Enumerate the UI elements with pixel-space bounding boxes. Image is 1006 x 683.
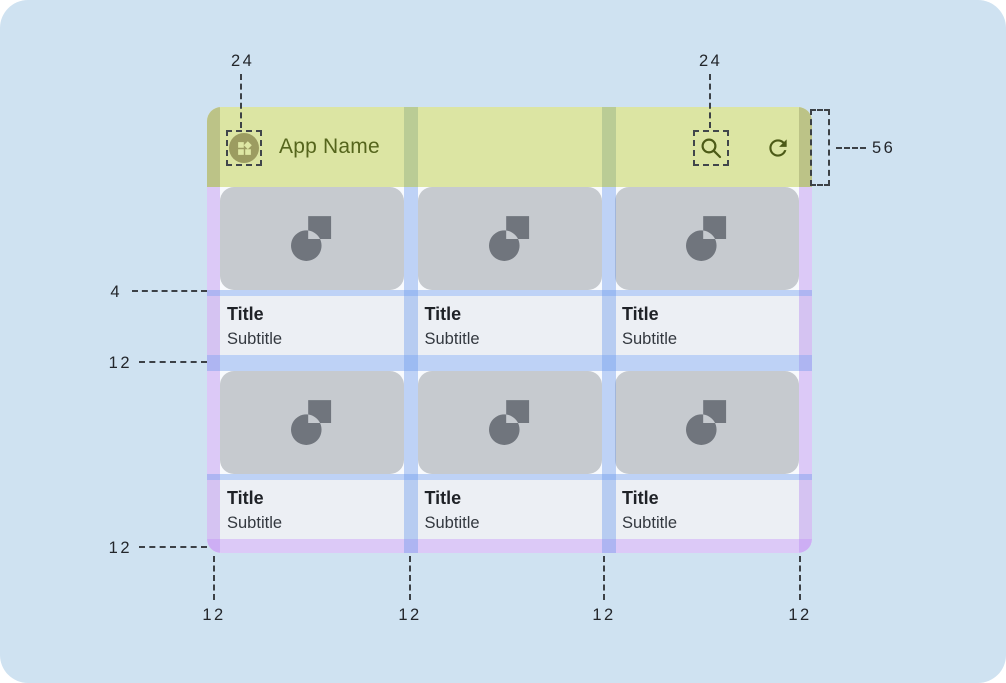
annotation-line-app-icon [240, 74, 242, 128]
annotation-line-image-text-gap [132, 290, 207, 292]
card-3-text[interactable]: Title Subtitle [615, 296, 799, 355]
top-app-bar: App Name [207, 107, 812, 187]
card-title: Title [227, 304, 264, 324]
image-placeholder-icon [686, 399, 728, 447]
card-row-2-media-band [207, 371, 812, 474]
app-layout-mockup: App Name [207, 107, 812, 553]
card-title: Title [424, 488, 462, 508]
app-icon-button[interactable] [229, 133, 259, 163]
card-6-image[interactable] [615, 371, 799, 474]
card-2-text[interactable]: Title Subtitle [418, 296, 602, 355]
annotation-gutter-1: 12 [398, 606, 422, 624]
search-icon[interactable] [699, 136, 723, 160]
image-placeholder-icon [291, 215, 333, 263]
card-row-1-text-band: Title Subtitle Title Subtitle Title Subt… [207, 296, 812, 355]
card-subtitle: Subtitle [622, 330, 678, 348]
annotation-line-right-margin [799, 556, 801, 600]
bottom-margin-band [207, 539, 812, 553]
annotation-line-row-gap [139, 361, 207, 363]
card-1-text[interactable]: Title Subtitle [220, 296, 404, 355]
card-5-text[interactable]: Title Subtitle [418, 480, 602, 539]
row-gap [207, 355, 812, 371]
card-row-1-media-band [207, 187, 812, 290]
annotation-line-bottom-margin [139, 546, 207, 548]
card-2-image[interactable] [417, 187, 602, 290]
card-6-text[interactable]: Title Subtitle [615, 480, 799, 539]
annotation-line-left-margin [213, 556, 215, 600]
image-placeholder-icon [291, 399, 333, 447]
annotation-appbar-height: 56 [872, 139, 896, 157]
card-subtitle: Subtitle [622, 514, 678, 532]
annotation-bracket-appbar-height [810, 109, 830, 186]
card-title: Title [622, 488, 659, 508]
annotation-image-text-gap: 4 [110, 283, 122, 301]
image-placeholder-icon [686, 215, 728, 263]
annotation-line-search-icon [709, 74, 711, 128]
app-icon-keyline-box [226, 130, 262, 166]
annotation-line-gutter-1 [409, 556, 411, 600]
image-text-gap [207, 474, 812, 480]
card-title: Title [227, 488, 264, 508]
annotation-right-margin: 12 [788, 606, 812, 624]
card-subtitle: Subtitle [227, 330, 283, 348]
app-bar-title: App Name [279, 135, 380, 158]
card-subtitle: Subtitle [227, 514, 283, 532]
annotation-bottom-margin: 12 [108, 539, 132, 557]
widgets-icon [236, 140, 253, 157]
card-1-image[interactable] [220, 187, 404, 290]
card-title: Title [424, 304, 462, 324]
image-text-gap [207, 290, 812, 296]
card-4-text[interactable]: Title Subtitle [220, 480, 404, 539]
card-4-image[interactable] [220, 371, 404, 474]
card-5-image[interactable] [417, 371, 602, 474]
annotation-line-appbar-height [836, 147, 866, 149]
annotation-row-gap: 12 [108, 354, 132, 372]
search-icon-keyline-box [693, 130, 729, 166]
annotation-search-icon-size: 24 [699, 52, 723, 70]
card-3-image[interactable] [615, 187, 799, 290]
card-row-2-text-band: Title Subtitle Title Subtitle Title Subt… [207, 480, 812, 539]
image-placeholder-icon [488, 215, 531, 263]
card-subtitle: Subtitle [424, 514, 480, 532]
refresh-icon[interactable] [765, 135, 791, 161]
card-subtitle: Subtitle [424, 330, 480, 348]
annotation-app-icon-size: 24 [231, 52, 255, 70]
image-placeholder-icon [488, 399, 531, 447]
card-title: Title [622, 304, 659, 324]
annotation-gutter-2: 12 [592, 606, 616, 624]
annotation-line-gutter-2 [603, 556, 605, 600]
annotation-left-margin: 12 [202, 606, 226, 624]
